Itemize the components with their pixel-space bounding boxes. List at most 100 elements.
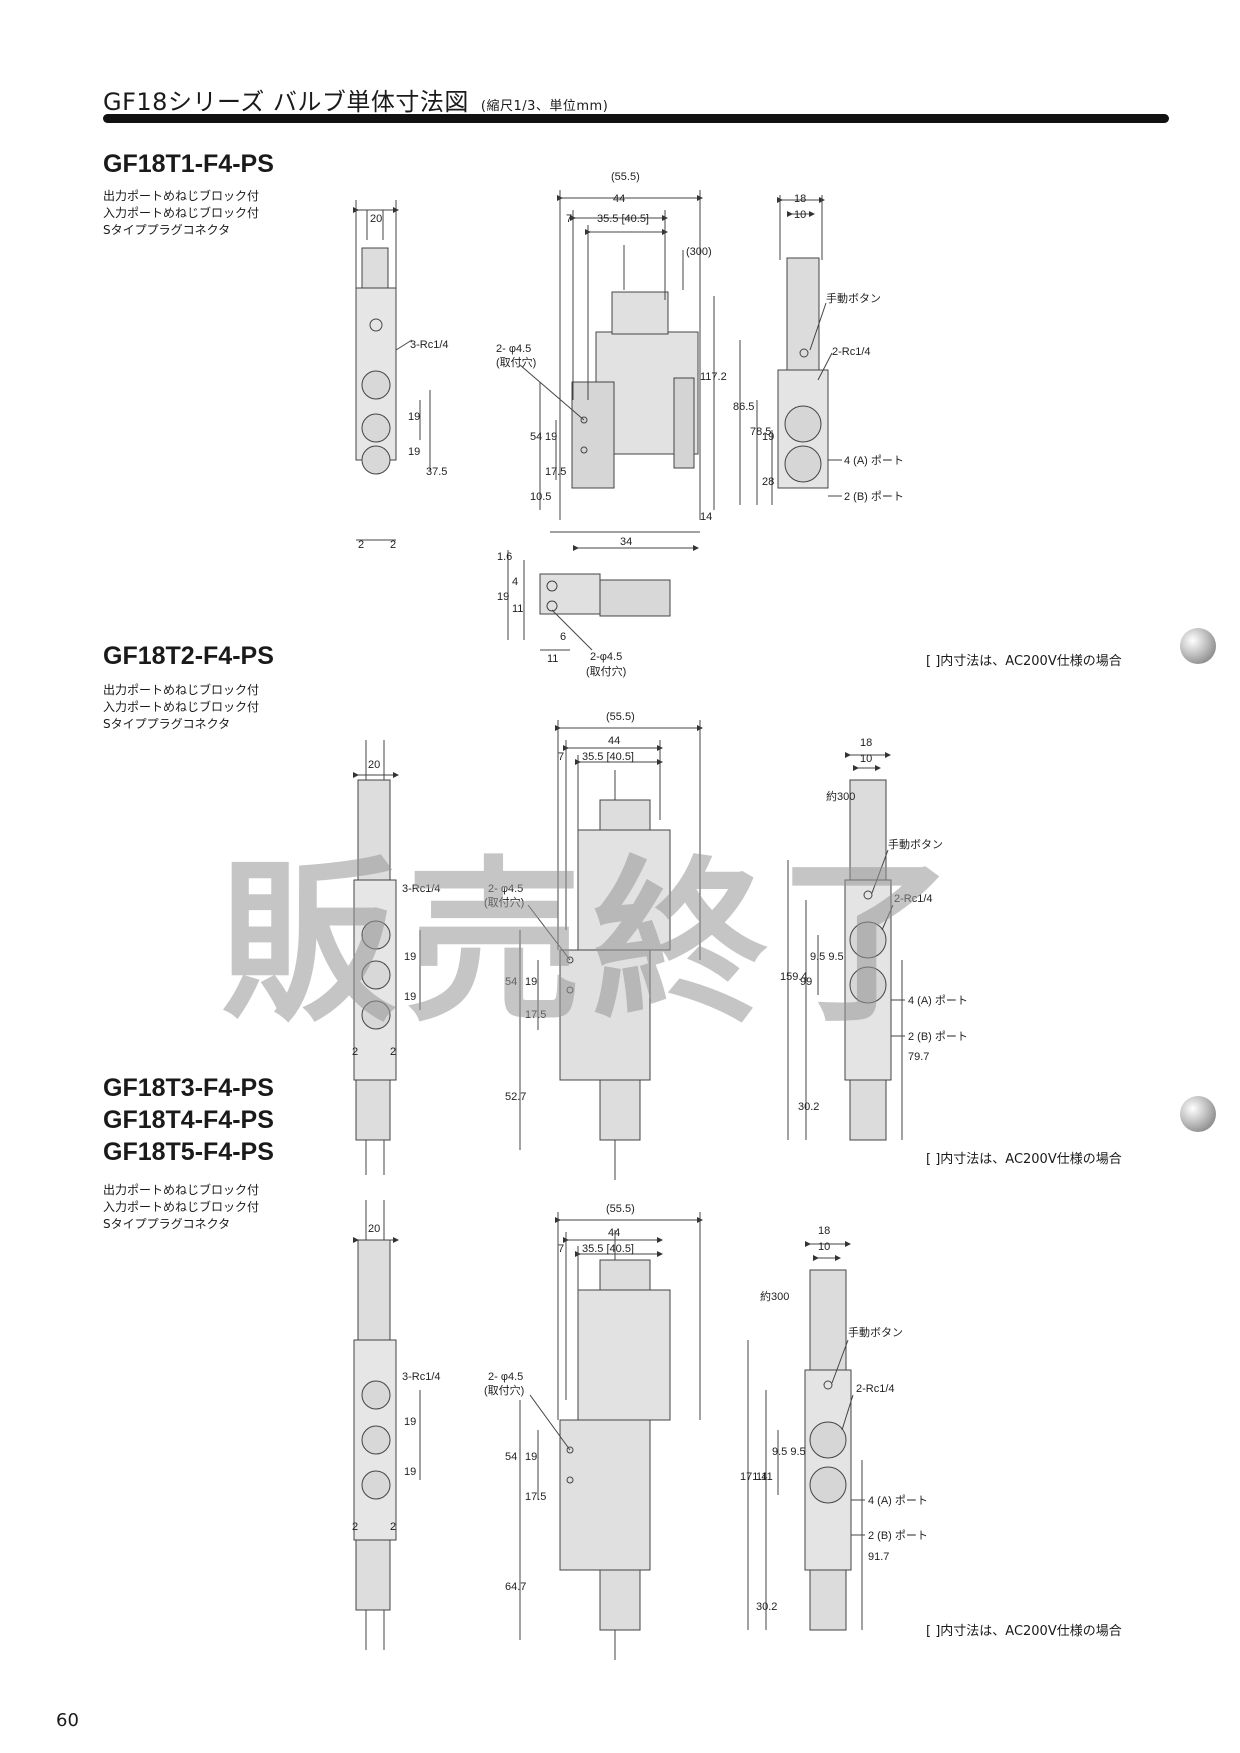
port-2-rc14: 2-Rc1/4 [856, 1383, 895, 1395]
front-view-2 [519, 720, 703, 1180]
dim-647: 64.7 [505, 1581, 526, 1593]
port-2b: 2 (B) ポート [868, 1529, 928, 1542]
desc-line: 出力ポートめねじブロック付 [103, 189, 260, 203]
right-view-2 [787, 752, 905, 1141]
port-2-rc14: 2-Rc1/4 [832, 346, 871, 358]
port-4a: 4 (A) ポート [844, 454, 904, 467]
dim-20: 20 [368, 1223, 380, 1235]
port-2b: 2 (B) ポート [844, 490, 904, 503]
title-text: GF18シリーズ バルブ単体寸法図 [103, 88, 469, 116]
dim-18: 18 [794, 193, 806, 205]
desc-line: 出力ポートめねじブロック付 [103, 683, 260, 697]
dim-44: 44 [608, 735, 620, 747]
dim-355: 35.5 [40.5] [582, 1243, 634, 1255]
thumb-index-marker [1180, 628, 1216, 664]
dim-34: 34 [620, 536, 632, 548]
dim-99: 99 [800, 976, 812, 988]
dim-7: 7 [558, 1243, 564, 1255]
dim-cable: 約300 [760, 1289, 789, 1303]
dim-s19b: 19 [408, 446, 420, 458]
manual-button-label: 手動ボタン [888, 837, 943, 851]
dim-s19b: 19 [404, 1466, 416, 1478]
hole-sub: (取付穴) [496, 355, 536, 369]
dim-865: 86.5 [733, 401, 754, 413]
model-description: 出力ポートめねじブロック付 入力ポートめねじブロック付 Sタイププラグコネクタ [103, 188, 259, 239]
dim-54: 54 [505, 976, 517, 988]
dim-44: 44 [608, 1227, 620, 1239]
dim-10: 10 [794, 209, 806, 221]
dim-16: 1.6 [497, 551, 512, 563]
dim-19: 19 [525, 1451, 537, 1463]
dim-14: 14 [700, 511, 712, 523]
bracket-note: [ ]内寸法は、AC200V仕様の場合 [926, 1624, 1122, 1639]
dim-total: (55.5) [606, 711, 635, 723]
dim-s2a: 2 [352, 1046, 358, 1058]
dim-7: 7 [566, 213, 572, 225]
port-3-rc14: 3-Rc1/4 [402, 1371, 441, 1383]
manual-button-label: 手動ボタン [826, 291, 881, 305]
front-view-3 [519, 1212, 703, 1660]
dim-total: (55.5) [606, 1203, 635, 1215]
dim-1172: 117.2 [700, 371, 727, 383]
dim-b11a: 11 [512, 603, 523, 615]
port-3-rc14: 3-Rc1/4 [402, 883, 441, 895]
dim-20: 20 [370, 213, 382, 225]
dim-7: 7 [558, 751, 564, 763]
dim-20: 20 [368, 759, 380, 771]
dim-54: 54 [530, 431, 542, 443]
dim-18: 18 [818, 1225, 830, 1237]
model-name: GF18T5-F4-PS [103, 1138, 274, 1166]
dim-355: 35.5 [40.5] [597, 213, 649, 225]
dim-917: 91.7 [868, 1551, 889, 1563]
dim-95: 9.5 9.5 [810, 951, 844, 963]
dim-s19b: 19 [404, 991, 416, 1003]
desc-line: Sタイププラグコネクタ [103, 717, 231, 731]
dim-r28: 28 [762, 476, 774, 488]
dim-total: (55.5) [611, 171, 640, 183]
front-view-1 [519, 190, 715, 551]
dim-cable: (300) [686, 246, 712, 258]
dim-355: 35.5 [40.5] [582, 751, 634, 763]
bracket-note: [ ]内寸法は、AC200V仕様の場合 [926, 654, 1122, 669]
dim-s19a: 19 [404, 951, 416, 963]
dim-797: 79.7 [908, 1051, 929, 1063]
discontinued-watermark: 販売終了 [220, 841, 965, 1046]
model-name: GF18T2-F4-PS [103, 642, 274, 670]
dim-cable: 約300 [826, 789, 855, 803]
side-view-1 [353, 200, 431, 541]
dim-105: 10.5 [530, 491, 551, 503]
port-2-rc14: 2-Rc1/4 [894, 893, 933, 905]
dimensions-section-1: (55.5) 44 7 35.5 [40.5] 20 18 10 (300) 1… [358, 171, 904, 678]
model-description: 出力ポートめねじブロック付 入力ポートめねじブロック付 Sタイププラグコネクタ [103, 1182, 259, 1233]
dim-54: 54 [505, 1451, 517, 1463]
dim-10: 10 [818, 1241, 830, 1253]
dim-44: 44 [613, 193, 625, 205]
hole-label: 2- φ4.5 [496, 343, 531, 355]
desc-line: 入力ポートめねじブロック付 [103, 1200, 260, 1214]
dim-302: 30.2 [756, 1601, 777, 1613]
dim-r19: 19 [762, 431, 774, 443]
dim-6: 6 [560, 631, 566, 643]
desc-line: Sタイププラグコネクタ [103, 223, 231, 237]
dim-b19: 19 [497, 591, 509, 603]
dim-s19a: 19 [408, 411, 420, 423]
model-name: GF18T3-F4-PS [103, 1074, 274, 1102]
dim-s2a: 2 [358, 539, 364, 551]
dim-302: 30.2 [798, 1101, 819, 1113]
bracket-note: [ ]内寸法は、AC200V仕様の場合 [926, 1152, 1122, 1167]
dim-s2b: 2 [390, 1521, 396, 1533]
dim-175: 17.5 [545, 466, 566, 478]
hole-label: 2- φ4.5 [488, 1371, 523, 1383]
manual-button-label: 手動ボタン [848, 1325, 903, 1339]
bracket-view-1 [507, 550, 671, 651]
dim-10: 10 [860, 753, 872, 765]
model-description: 出力ポートめねじブロック付 入力ポートめねじブロック付 Sタイププラグコネクタ [103, 682, 259, 733]
dim-s2b: 2 [390, 539, 396, 551]
dim-175: 17.5 [525, 1009, 546, 1021]
dim-b11b: 11 [547, 653, 558, 665]
dim-1714: 171.4 [740, 1471, 768, 1483]
desc-line: 出力ポートめねじブロック付 [103, 1183, 260, 1197]
port-4a: 4 (A) ポート [908, 994, 968, 1007]
model-name: GF18T4-F4-PS [103, 1106, 274, 1134]
